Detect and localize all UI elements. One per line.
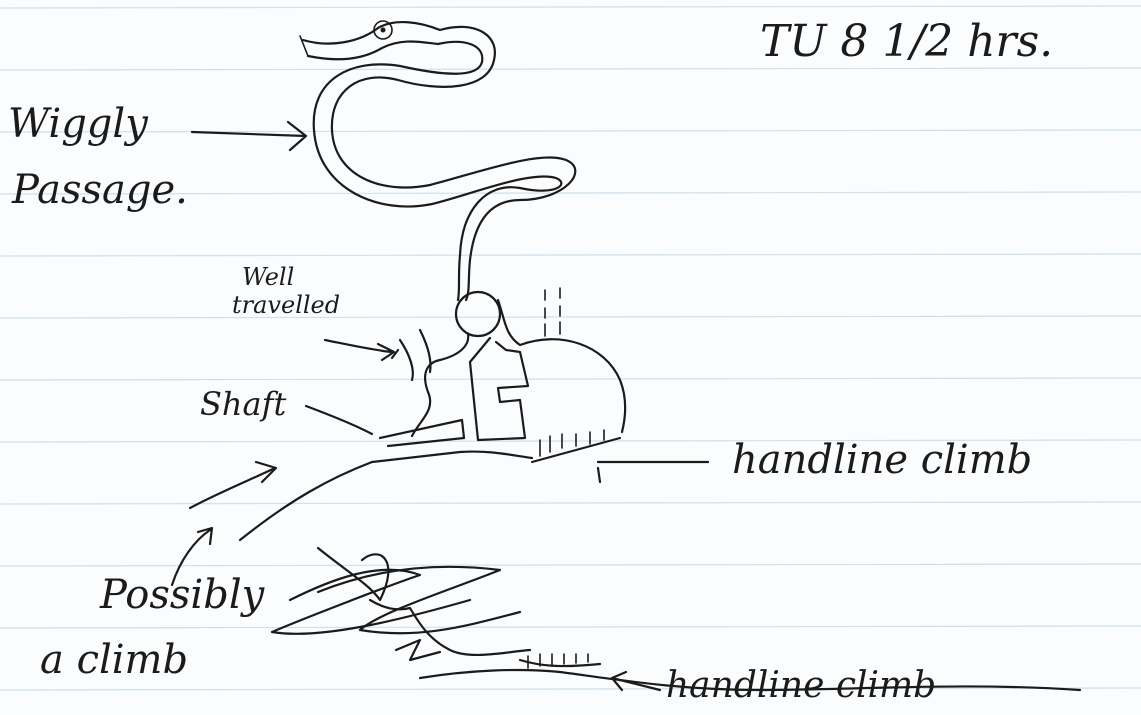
well-label-line2: travelled [232, 293, 340, 317]
chamber-sketch [240, 288, 625, 540]
possibly-label-line1: Possibly [100, 575, 264, 615]
possibly-label-line2: a climb [40, 640, 188, 680]
wiggly-passage-sketch [300, 21, 575, 300]
shaft-label: Shaft [200, 388, 286, 420]
well-label-line1: Well [242, 265, 294, 289]
wiggly-label-line2: Passage. [12, 170, 188, 210]
handline-climb-label-upper: handline climb [732, 440, 1032, 480]
handline-climb-label-lower: handline climb [666, 668, 936, 704]
duration-note: TU 8 1/2 hrs. [760, 20, 1053, 64]
wiggly-label-line1: Wiggly [8, 104, 148, 144]
